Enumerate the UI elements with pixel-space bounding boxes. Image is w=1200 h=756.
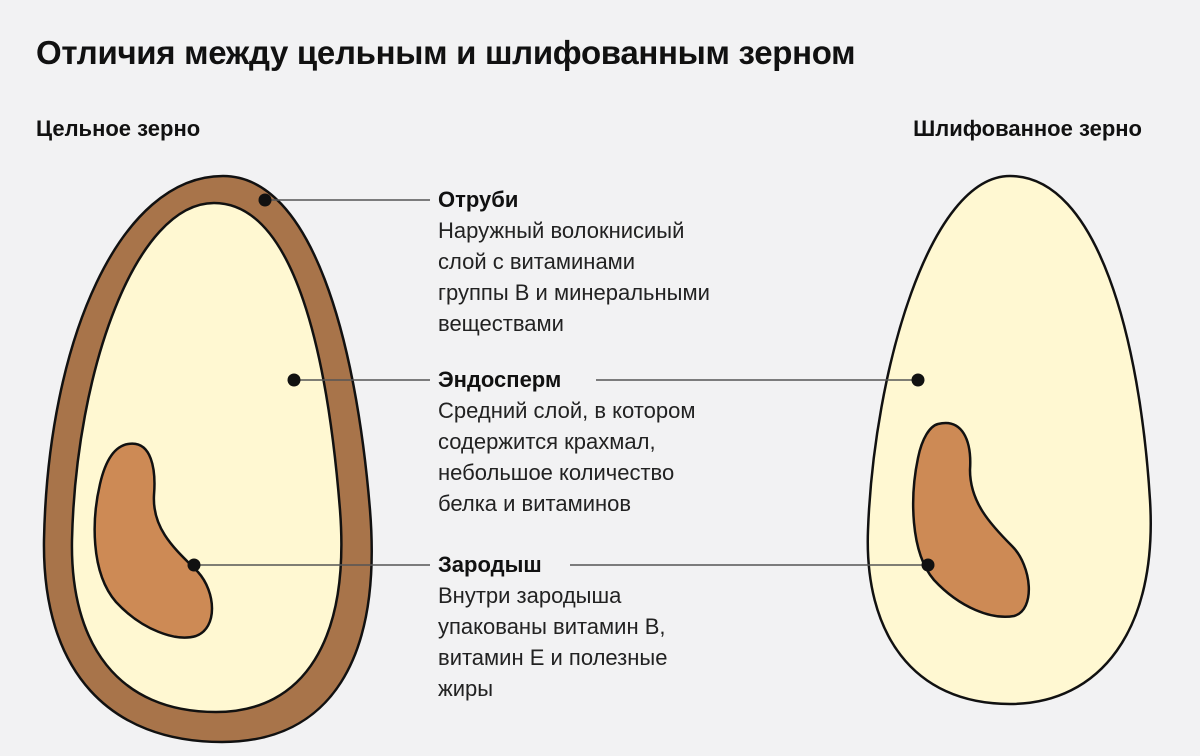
- endosperm-description-line: белка и витаминов: [438, 491, 632, 516]
- endosperm-label: Эндосперм Средний слой, в котором содерж…: [438, 365, 818, 519]
- whole-grain-germ: [93, 442, 214, 639]
- bran-description-line: слой с витаминами: [438, 249, 636, 274]
- bran-description-line: группы В и минеральными: [438, 280, 710, 305]
- germ-marker-dot-right: [921, 558, 935, 572]
- germ-description-line: жиры: [438, 676, 494, 701]
- bran-marker-dot: [258, 193, 272, 207]
- polished-grain-illustration: [866, 174, 1152, 706]
- bran-description-line: Наружный волокнисиый: [438, 218, 685, 243]
- bran-name: Отруби: [438, 187, 519, 212]
- bran-label: Отруби Наружный волокнисиый слой с витам…: [438, 185, 818, 339]
- endosperm-marker-dot-right: [911, 373, 925, 387]
- polished-grain-germ: [912, 421, 1030, 618]
- endosperm-marker-dot-left: [287, 373, 301, 387]
- germ-description-line: упакованы витамин В,: [438, 614, 666, 639]
- endosperm-name: Эндосперм: [438, 367, 562, 392]
- endosperm-description-line: содержится крахмал,: [438, 429, 656, 454]
- polished-grain-heading: Шлифованное зерно: [913, 116, 1142, 141]
- polished-grain-endosperm: [866, 174, 1152, 706]
- germ-description-line: витамин Е и полезные: [438, 645, 668, 670]
- whole-grain-heading: Цельное зерно: [36, 116, 201, 141]
- germ-description: Внутри зародыша упакованы витамин В, вит…: [438, 580, 818, 704]
- page-title: Отличия между цельным и шлифованным зерн…: [36, 34, 856, 71]
- endosperm-description-line: Средний слой, в котором: [438, 398, 696, 423]
- bran-description-line: веществами: [438, 311, 564, 336]
- germ-name: Зародыш: [438, 552, 542, 577]
- germ-label: Зародыш Внутри зародыша упакованы витами…: [438, 550, 818, 704]
- endosperm-description: Средний слой, в котором содержится крахм…: [438, 395, 818, 519]
- germ-description-line: Внутри зародыша: [438, 583, 622, 608]
- whole-grain-illustration: [42, 174, 373, 744]
- germ-marker-dot-left: [187, 558, 201, 572]
- endosperm-description-line: небольшое количество: [438, 460, 675, 485]
- bran-description: Наружный волокнисиый слой с витаминами г…: [438, 215, 818, 339]
